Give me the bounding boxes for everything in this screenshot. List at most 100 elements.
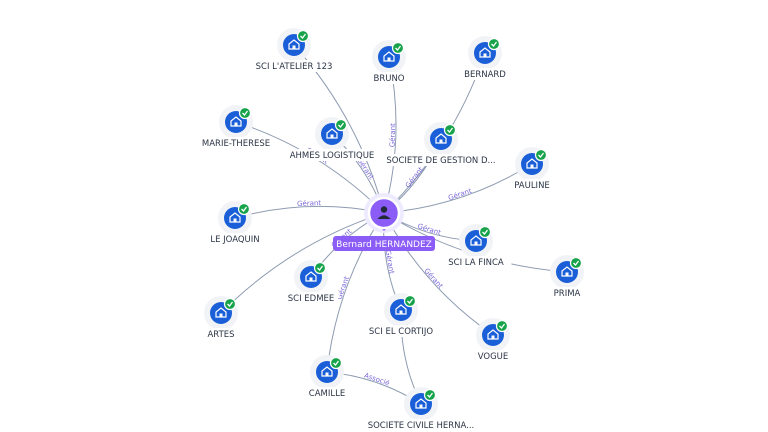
node-label-bg — [283, 292, 339, 304]
node-societe-gestion[interactable]: SOCIETE DE GESTION D... — [375, 122, 507, 166]
verified-check-icon — [423, 388, 437, 402]
company-building-icon — [215, 307, 227, 318]
node-bernard[interactable]: BERNARD — [463, 36, 507, 80]
verified-check-icon — [495, 319, 509, 333]
company-building-icon — [321, 366, 333, 377]
company-building-icon — [326, 128, 338, 139]
edge-line — [220, 212, 385, 314]
node-pauline[interactable]: PAULINE — [510, 147, 554, 191]
node-label: PAULINE — [514, 181, 550, 191]
node-label: AHMES LOGISTIQUE — [290, 151, 375, 161]
verified-check-icon — [569, 256, 583, 270]
edge-label: Gérant — [447, 187, 473, 202]
edge-label: Gérant — [417, 222, 443, 237]
verified-check-icon — [487, 37, 501, 51]
edge-label: Gérant — [404, 165, 425, 189]
node-bruno[interactable]: BRUNO — [372, 40, 406, 84]
company-building-icon — [395, 304, 407, 315]
edge-label: Gérant — [422, 267, 444, 290]
verified-check-icon — [443, 123, 457, 137]
node-label: SOCIETE CIVILE HERNA... — [368, 421, 475, 431]
person-icon — [377, 206, 391, 219]
edge-label: Gérant — [384, 249, 396, 274]
node-label: SCI LA FINCA — [448, 258, 504, 268]
edge-line — [383, 163, 533, 214]
verified-check-icon — [313, 261, 327, 275]
node-label-bg — [440, 256, 512, 268]
node-marie-therese[interactable]: MARIE-THERESE — [197, 105, 275, 149]
edge-label: Associé — [363, 371, 391, 387]
company-building-icon — [526, 158, 538, 169]
node-label-bg — [372, 72, 406, 84]
node-sci-edmee[interactable]: SCI EDMEE — [283, 260, 339, 304]
company-building-icon — [229, 212, 241, 223]
node-label-bg — [355, 419, 487, 431]
edge-line — [234, 205, 385, 219]
verified-check-icon — [296, 29, 310, 43]
verified-check-icon — [478, 225, 492, 239]
node-le-joaquin[interactable]: LE JOAQUIN — [205, 201, 265, 245]
node-label: LE JOAQUIN — [210, 235, 259, 245]
node-label-bg — [197, 137, 275, 149]
node-sci-la-finca[interactable]: SCI LA FINCA — [440, 224, 512, 268]
company-building-icon — [230, 116, 242, 127]
node-label: ARTES — [207, 330, 234, 340]
node-label-bg — [245, 60, 343, 72]
node-label-bg — [375, 154, 507, 166]
company-building-icon — [288, 39, 300, 50]
verified-check-icon — [238, 106, 252, 120]
node-camille[interactable]: CAMILLE — [305, 355, 349, 399]
node-ahmes[interactable]: AHMES LOGISTIQUE — [285, 117, 379, 161]
node-label: VOGUE — [478, 352, 509, 362]
node-label: SCI EL CORTIJO — [369, 327, 433, 337]
node-sci-el-cortijo[interactable]: SCI EL CORTIJO — [360, 293, 442, 337]
node-societe-civile[interactable]: SOCIETE CIVILE HERNA... — [355, 387, 487, 431]
node-sci-latelier[interactable]: SCI L'ATELIER 123 — [245, 28, 343, 72]
center-label: Bernard HERNANDEZ — [336, 240, 432, 250]
edge-center-le-joaquin: Gérant — [234, 199, 385, 219]
node-label: BRUNO — [373, 74, 404, 84]
center-label-bg — [333, 236, 435, 251]
verified-check-icon — [334, 118, 348, 132]
node-label: SOCIETE DE GESTION D... — [386, 156, 495, 166]
center-circle — [367, 196, 401, 230]
company-building-icon — [435, 133, 447, 144]
edge-label: Gérant — [388, 123, 397, 148]
node-label: SCI EDMEE — [288, 294, 335, 304]
node-vogue[interactable]: VOGUE — [476, 318, 510, 362]
company-building-icon — [561, 266, 573, 277]
company-building-icon — [305, 271, 317, 282]
edge-line — [326, 212, 385, 373]
node-label-bg — [285, 149, 379, 161]
node-artes[interactable]: ARTES — [204, 296, 238, 340]
node-prima[interactable]: PRIMA — [550, 255, 584, 299]
verified-check-icon — [534, 148, 548, 162]
company-building-icon — [479, 47, 491, 58]
company-building-icon — [383, 51, 395, 62]
edge-label: Gérant — [297, 199, 322, 208]
node-label-bg — [205, 233, 265, 245]
node-label-bg — [510, 179, 554, 191]
company-building-icon — [487, 329, 499, 340]
verified-check-icon — [237, 202, 251, 216]
node-label-bg — [204, 328, 238, 340]
verified-check-icon — [403, 294, 417, 308]
node-label: BERNARD — [464, 70, 506, 80]
node-label-bg — [476, 350, 510, 362]
edge-center-artes — [220, 212, 385, 314]
center-node[interactable]: Bernard HERNANDEZ — [333, 193, 435, 251]
company-building-icon — [470, 235, 482, 246]
node-label-bg — [305, 387, 349, 399]
node-label-bg — [360, 325, 442, 337]
node-label: MARIE-THERESE — [202, 139, 270, 149]
node-label: SCI L'ATELIER 123 — [256, 62, 333, 72]
verified-check-icon — [391, 41, 405, 55]
node-label-bg — [550, 287, 584, 299]
node-label: PRIMA — [554, 289, 581, 299]
verified-check-icon — [223, 297, 237, 311]
node-label-bg — [463, 68, 507, 80]
verified-check-icon — [329, 356, 343, 370]
company-building-icon — [415, 398, 427, 409]
